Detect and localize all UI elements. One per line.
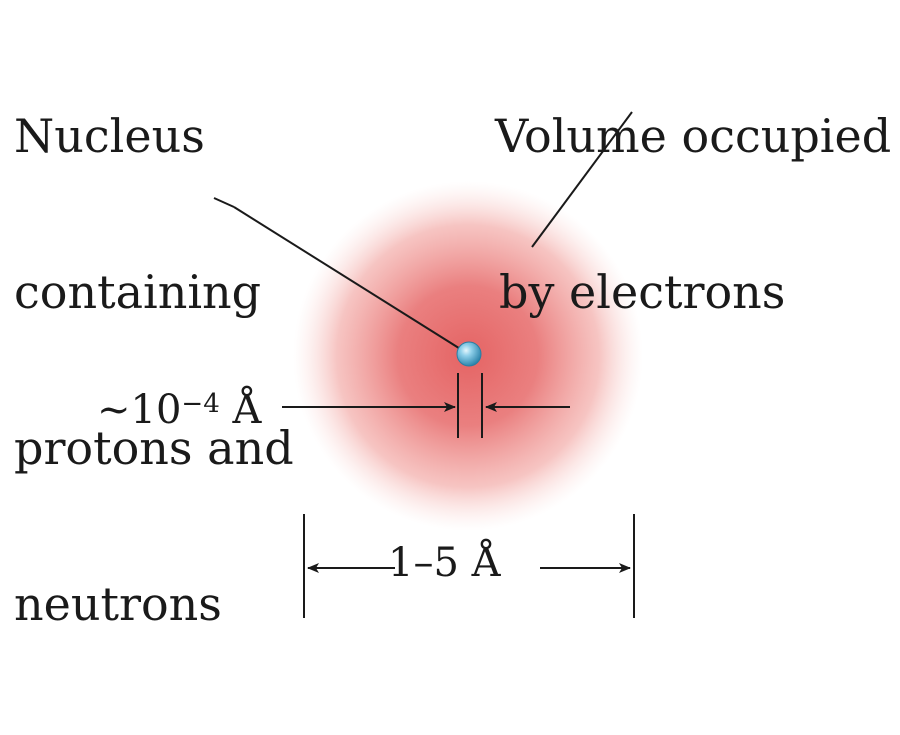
volume-leader-line [531,111,633,248]
nucleus-size-prefix: ~10 [97,387,182,433]
nucleus-size-exponent: −4 [181,389,220,419]
volume-label-line-1: Volume occupied [495,109,892,163]
nucleus-label: Nucleus containing protons and neutrons [14,6,294,734]
diagram-canvas [213,111,643,618]
nucleus-label-line-1: Nucleus [14,109,205,163]
volume-label: Volume occupied by electrons [495,6,891,422]
atom-diagram: Nucleus containing protons and neutrons … [14,6,891,630]
nucleus-size-label: ~10−4 Å [97,387,261,433]
nucleus-label-line-3: protons and [14,421,294,475]
atom-size-label: 1–5 Å [388,540,501,586]
volume-label-line-2: by electrons [499,265,786,319]
nucleus-leader-line-2 [233,206,463,351]
nucleus [456,341,482,367]
nucleus-label-line-4: neutrons [14,577,222,631]
nucleus-leader-line [213,197,235,208]
nucleus-size-unit: Å [219,387,262,433]
nucleus-label-line-2: containing [14,265,262,319]
